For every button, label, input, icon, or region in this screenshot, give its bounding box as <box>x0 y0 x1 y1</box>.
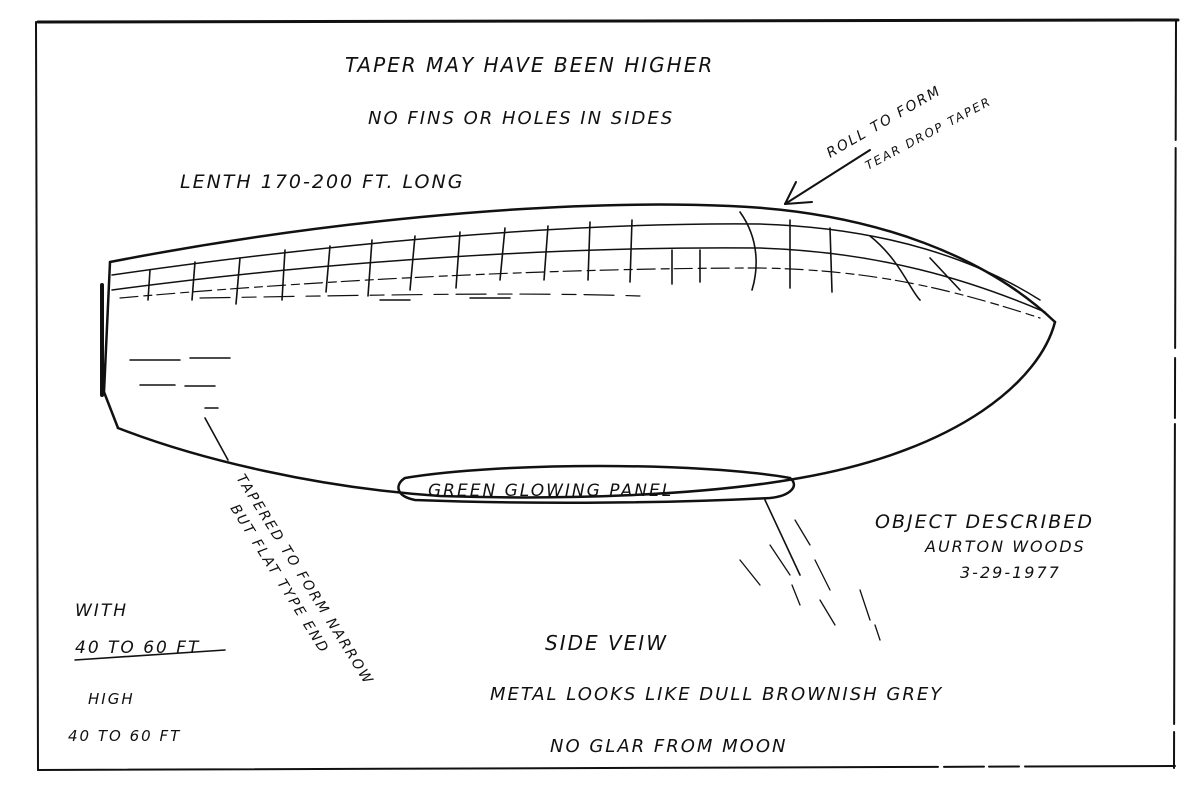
location: AURTON WOODS <box>924 537 1086 556</box>
tapered-note-line1: TAPERED TO FORM NARROW <box>233 472 377 689</box>
illegible-scribble <box>739 519 881 641</box>
glare-note: NO GLAR FROM MOON <box>550 736 787 757</box>
date: 3-29-1977 <box>960 563 1061 582</box>
object-outline <box>100 203 1057 499</box>
side-view-label: SIDE VEIW <box>545 631 668 655</box>
taper-pointer-line <box>204 417 229 461</box>
teardrop-note: TEAR DROP TAPER <box>863 94 994 173</box>
high-label: HIGH <box>88 690 135 708</box>
metal-note: METAL LOOKS LIKE DULL BROWNISH GREY <box>490 684 943 705</box>
green-panel: GREEN GLOWING PANEL <box>397 464 796 505</box>
high-value: 40 TO 60 FT <box>68 727 181 745</box>
frame-border <box>35 18 1180 771</box>
panel-label: GREEN GLOWING PANEL <box>428 481 673 501</box>
taper-note: TAPER MAY HAVE BEEN HIGHER <box>345 53 714 77</box>
roll-arrow <box>784 149 871 205</box>
width-underline <box>74 649 226 661</box>
panel-pointer-line <box>764 499 801 576</box>
length-note: LENTH 170-200 FT. LONG <box>180 171 464 193</box>
fins-note: NO FINS OR HOLES IN SIDES <box>368 108 674 129</box>
width-value: 40 TO 60 FT <box>75 638 200 658</box>
object-described: OBJECT DESCRIBED <box>875 511 1094 533</box>
width-label: WITH <box>75 601 128 621</box>
